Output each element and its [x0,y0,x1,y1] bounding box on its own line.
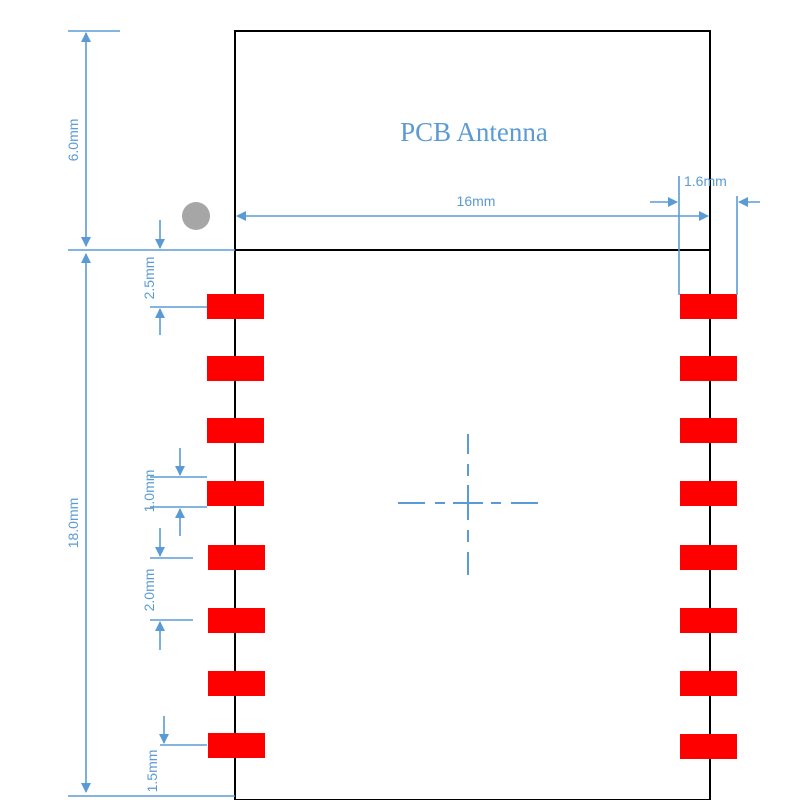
pad-left-6 [208,608,265,633]
pad-left-7 [208,671,265,696]
pad-right-3 [680,418,737,443]
pad-left-8 [208,733,265,758]
pad-group [207,294,737,759]
module-body-height-label: 18.0mm [65,498,81,549]
pad-right-2 [680,356,737,381]
pad-right-8 [680,734,737,759]
pad-pitch-label: 2.0mm [141,569,157,612]
center-crosshair [398,434,538,575]
pad-left-4 [207,481,264,506]
pad-right-7 [680,671,737,696]
pad-right-1 [680,294,737,319]
pad-right-6 [680,608,737,633]
pin1-marker [182,202,210,230]
pad-right-4 [680,481,737,506]
pad-left-5 [208,545,265,570]
first-pad-offset-label: 2.5mm [141,257,157,300]
dimension-lines [68,30,760,797]
pad-left-1 [207,294,264,319]
module-width-label: 16mm [457,193,496,209]
antenna-height-label: 6.0mm [65,119,81,162]
module-body-outline [234,249,711,800]
pad-left-3 [207,418,264,443]
antenna-title: PCB Antenna [400,117,548,147]
pad-width-label: 1.0mm [141,470,157,513]
pad-right-5 [680,545,737,570]
pad-length-label: 1.6mm [684,173,727,189]
last-pad-offset-label: 1.5mm [144,750,160,793]
pad-left-2 [207,356,264,381]
